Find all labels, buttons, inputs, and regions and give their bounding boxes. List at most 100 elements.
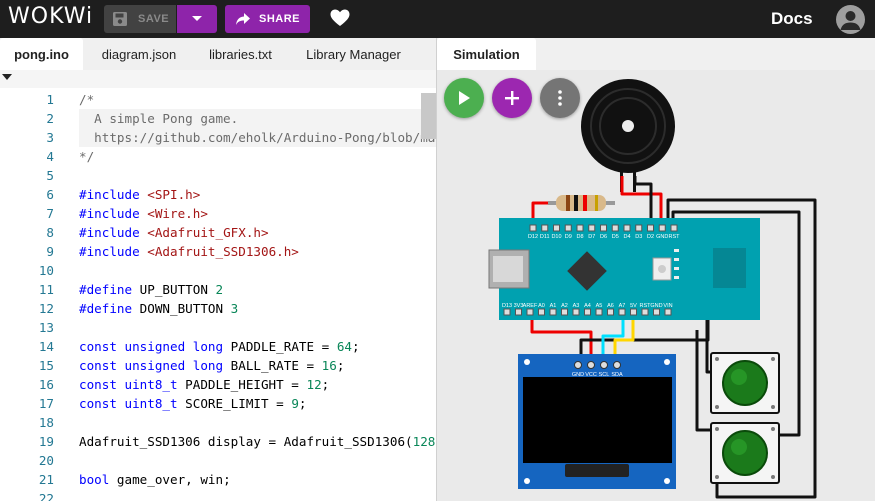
oled-pin[interactable] — [574, 361, 582, 369]
editor-scrollbar-thumb[interactable] — [421, 93, 436, 139]
heart-icon[interactable] — [330, 9, 350, 27]
tab-simulation[interactable]: Simulation — [437, 38, 536, 70]
resistor[interactable] — [548, 195, 615, 211]
code-line[interactable]: 18 — [0, 413, 436, 432]
tab-pong-ino[interactable]: pong.ino — [0, 38, 83, 70]
header-pin[interactable] — [635, 224, 643, 232]
code-line[interactable]: 3 https://github.com/eholk/Arduino-Pong/… — [0, 128, 436, 147]
panel-splitter[interactable] — [436, 38, 437, 501]
tab-library-manager[interactable]: Library Manager — [306, 46, 401, 62]
header-pin[interactable] — [670, 224, 678, 232]
code-line[interactable]: 5 — [0, 166, 436, 185]
header-pin[interactable] — [584, 308, 591, 316]
code-token: 16 — [321, 358, 337, 373]
add-part-button[interactable] — [492, 78, 532, 118]
line-number: 2 — [46, 111, 54, 126]
code-text: #define UP_BUTTON 2 — [79, 280, 223, 299]
line-number: 7 — [46, 206, 54, 221]
pin-label: D3 — [635, 234, 642, 240]
pin-label: D11 — [540, 234, 550, 240]
oled-pin[interactable] — [587, 361, 595, 369]
header-pin[interactable] — [572, 308, 580, 316]
header-pin[interactable] — [653, 308, 660, 316]
code-line[interactable]: 20 — [0, 451, 436, 470]
pushbutton-down[interactable] — [710, 422, 780, 484]
header-pin[interactable] — [588, 224, 596, 232]
code-line[interactable]: 13 — [0, 318, 436, 337]
code-line[interactable]: 10 — [0, 261, 436, 280]
code-text: #define DOWN_BUTTON 3 — [79, 299, 238, 318]
header-pin[interactable] — [618, 308, 626, 316]
wokwi-logo[interactable]: WOKWi — [8, 4, 94, 29]
code-line[interactable]: 6#include <SPI.h> — [0, 185, 436, 204]
buzzer[interactable] — [581, 79, 675, 192]
code-line[interactable]: 12#define DOWN_BUTTON 3 — [0, 299, 436, 318]
start-simulation-button[interactable] — [444, 78, 484, 118]
code-token: <Adafruit_GFX.h> — [147, 225, 269, 240]
code-line[interactable]: 22 — [0, 489, 436, 501]
save-dropdown-button[interactable] — [177, 5, 217, 33]
header-pin[interactable] — [611, 224, 619, 232]
code-token: ; — [336, 358, 345, 373]
arduino-nano-board[interactable] — [488, 218, 760, 320]
docs-link[interactable]: Docs — [771, 9, 813, 28]
header-pin[interactable] — [515, 308, 522, 316]
comment-highlight — [79, 109, 436, 147]
code-token: PADDLE_HEIGHT = — [185, 377, 307, 392]
code-text: #include <Wire.h> — [79, 204, 208, 223]
header-pin[interactable] — [503, 308, 511, 316]
code-line[interactable]: 4*/ — [0, 147, 436, 166]
line-number: 6 — [46, 187, 54, 202]
oled-pin-label: SCL — [599, 372, 610, 378]
code-token: game_over, win; — [116, 472, 231, 487]
caret-down-icon[interactable] — [2, 74, 12, 80]
save-button[interactable]: SAVE — [104, 5, 176, 33]
header-pin[interactable] — [630, 308, 637, 316]
more-options-button[interactable] — [540, 78, 580, 118]
code-line[interactable]: 11#define UP_BUTTON 2 — [0, 280, 436, 299]
header-pin[interactable] — [553, 224, 560, 232]
code-token: #include — [79, 206, 148, 221]
code-text: */ — [79, 147, 94, 166]
line-number: 15 — [38, 358, 54, 373]
header-pin[interactable] — [664, 308, 672, 316]
code-line[interactable]: 2 A simple Pong game. — [0, 109, 436, 128]
header-pin[interactable] — [564, 224, 572, 232]
code-editor[interactable]: 1/*2 A simple Pong game.3 https://github… — [0, 88, 436, 501]
header-pin[interactable] — [549, 308, 557, 316]
line-number: 1 — [46, 92, 54, 107]
header-pin[interactable] — [623, 224, 631, 232]
code-line[interactable]: 1/* — [0, 90, 436, 109]
line-number: 22 — [38, 491, 54, 501]
tab-libraries-txt[interactable]: libraries.txt — [209, 46, 272, 62]
pushbutton-up[interactable] — [710, 352, 780, 414]
header-pin[interactable] — [526, 308, 534, 316]
code-text: A simple Pong game. — [79, 109, 238, 128]
oled-pin[interactable] — [600, 361, 608, 369]
header-pin[interactable] — [647, 224, 654, 232]
oled-pin[interactable] — [613, 361, 621, 369]
user-avatar[interactable] — [836, 5, 865, 34]
header-pin[interactable] — [600, 224, 607, 232]
header-pin[interactable] — [576, 224, 584, 232]
tab-diagram-json[interactable]: diagram.json — [101, 46, 177, 62]
header-pin[interactable] — [607, 308, 614, 316]
code-line[interactable]: 7 #include <Wire.h> — [0, 204, 436, 223]
share-button[interactable]: SHARE — [225, 5, 310, 33]
header-pin[interactable] — [541, 224, 549, 232]
header-pin[interactable] — [538, 308, 545, 316]
code-line[interactable]: 9#include <Adafruit_SSD1306.h> — [0, 242, 436, 261]
header-pin[interactable] — [658, 224, 666, 232]
header-pin[interactable] — [561, 308, 568, 316]
header-pin[interactable] — [529, 224, 537, 232]
oled-display[interactable] — [518, 354, 676, 489]
header-pin[interactable] — [641, 308, 649, 316]
header-pin[interactable] — [595, 308, 603, 316]
code-line[interactable]: 8#include <Adafruit_GFX.h> — [0, 223, 436, 242]
